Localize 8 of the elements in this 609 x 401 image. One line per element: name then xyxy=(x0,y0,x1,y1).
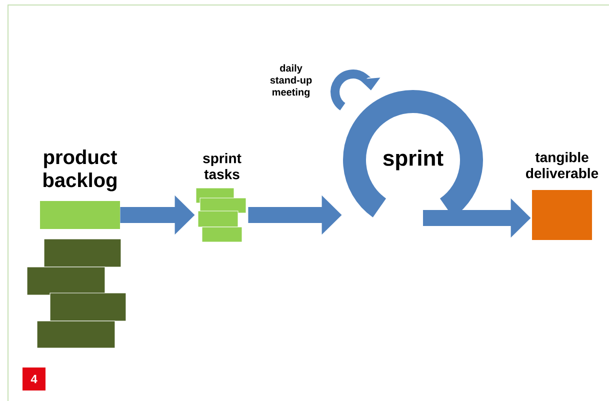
node-label: sprint tasks xyxy=(203,152,242,180)
node-label: product backlog xyxy=(44,150,117,192)
task-stack: sprint tasks xyxy=(196,152,246,242)
deliverable-box: tangible deliverable xyxy=(526,152,598,240)
figure-number: 4 xyxy=(22,368,46,390)
note-text: daily stand-up meeting xyxy=(270,64,312,98)
node-label: tangible deliverable xyxy=(526,152,598,178)
backlog-stack: product backlog xyxy=(26,150,126,348)
